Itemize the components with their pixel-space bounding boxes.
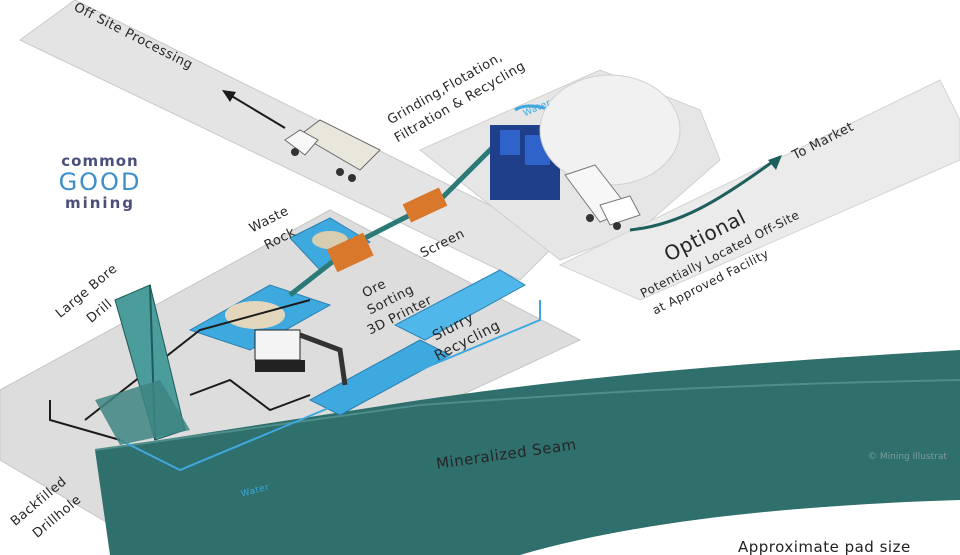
truck-icon (284, 119, 381, 182)
dome-icon (539, 74, 681, 186)
logo-line-2: GOOD (58, 168, 142, 196)
drill-rig-icon (95, 284, 190, 445)
common-good-mining-logo: common GOOD mining (50, 152, 150, 212)
mineralized-seam (95, 350, 960, 555)
ore-sorter-icon (326, 232, 374, 273)
screen-icon (402, 187, 448, 223)
excavator-icon (254, 329, 348, 386)
delivery-truck-icon (564, 164, 641, 230)
water-loop-line (119, 300, 541, 472)
logo-line-3: mining (64, 194, 135, 212)
label-copyright: © Mining Illustrat (868, 452, 947, 462)
slurry-pond (308, 339, 452, 416)
drill-feed-line (49, 299, 311, 441)
conveyor-arrow-2 (363, 212, 412, 241)
logo-line-1: common (61, 152, 139, 170)
to-market-arrow (629, 158, 776, 232)
label-pad-size: Approximate pad size (738, 538, 911, 555)
to-market-road (558, 79, 960, 301)
off-site-arrow (229, 94, 286, 129)
slurry-tank (393, 269, 527, 341)
